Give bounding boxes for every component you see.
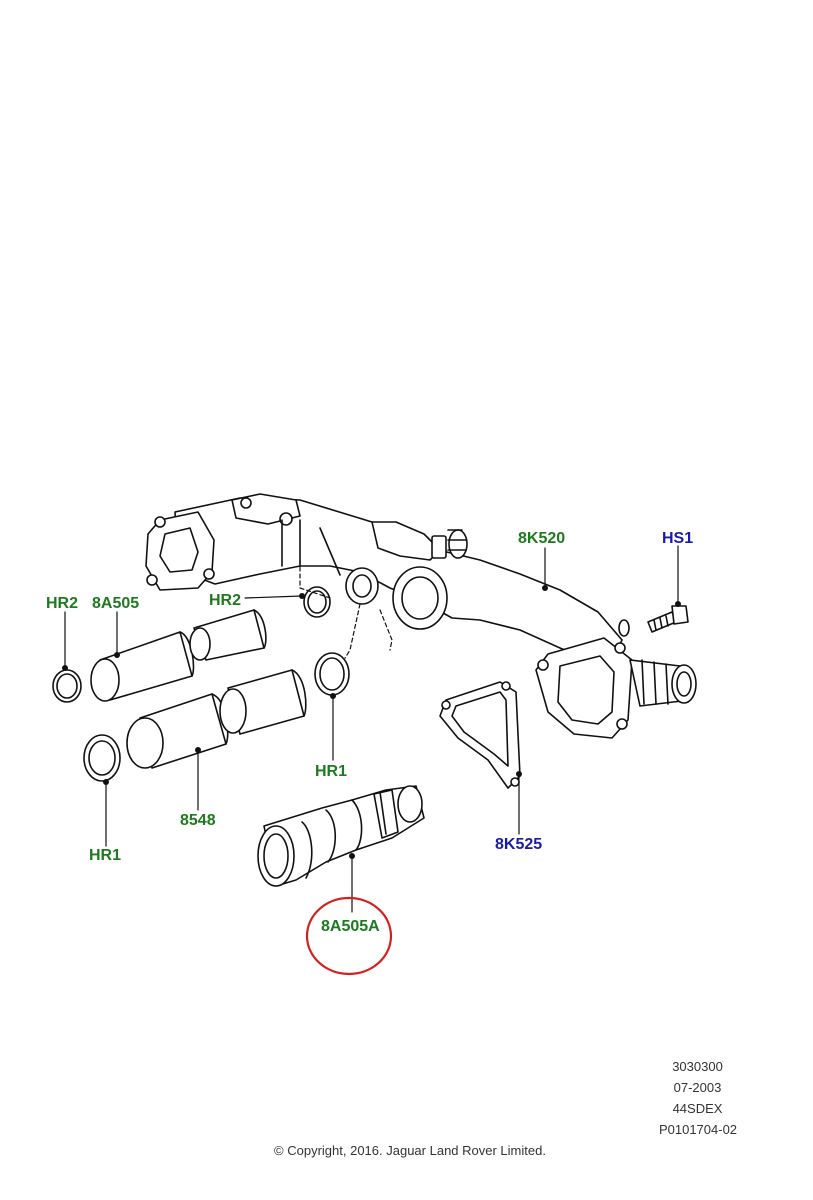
hose-8548 bbox=[126, 669, 307, 769]
callout-hr1-mid[interactable]: HR1 bbox=[315, 763, 348, 780]
gasket-8k525 bbox=[439, 681, 521, 789]
o-ring-hr1-left bbox=[83, 734, 121, 782]
o-ring-hr2-left bbox=[52, 669, 82, 703]
copyright-text: © Copyright, 2016. Jaguar Land Rover Lim… bbox=[274, 1143, 546, 1158]
callout-8a505a[interactable]: 8A505A bbox=[321, 918, 380, 935]
highlight-circle bbox=[305, 896, 393, 976]
o-ring-hr1-mid bbox=[314, 652, 350, 696]
callout-hs1[interactable]: HS1 bbox=[662, 530, 694, 547]
pipe-8a505a bbox=[257, 785, 425, 887]
diagram-code: 3030300 bbox=[672, 1059, 723, 1074]
bolt-hs1 bbox=[647, 605, 689, 633]
callout-8k520[interactable]: 8K520 bbox=[518, 530, 566, 547]
leader-dots bbox=[62, 585, 681, 859]
pipe-8a505 bbox=[90, 609, 267, 702]
callout-8a505[interactable]: 8A505 bbox=[92, 595, 140, 612]
diagram-date: 07-2003 bbox=[673, 1080, 722, 1095]
diagram-model: 44SDEX bbox=[672, 1101, 723, 1116]
o-ring-hr2-mid bbox=[303, 586, 331, 618]
callout-8548[interactable]: 8548 bbox=[180, 812, 216, 829]
diagram-ref: P0101704-02 bbox=[658, 1122, 738, 1137]
callout-8k525[interactable]: 8K525 bbox=[495, 836, 543, 853]
coolant-manifold bbox=[145, 493, 697, 739]
callout-hr2-left[interactable]: HR2 bbox=[46, 595, 79, 612]
callout-hr1-left[interactable]: HR1 bbox=[89, 847, 122, 864]
callout-hr2-mid[interactable]: HR2 bbox=[209, 592, 242, 609]
leader-lines bbox=[64, 545, 679, 913]
